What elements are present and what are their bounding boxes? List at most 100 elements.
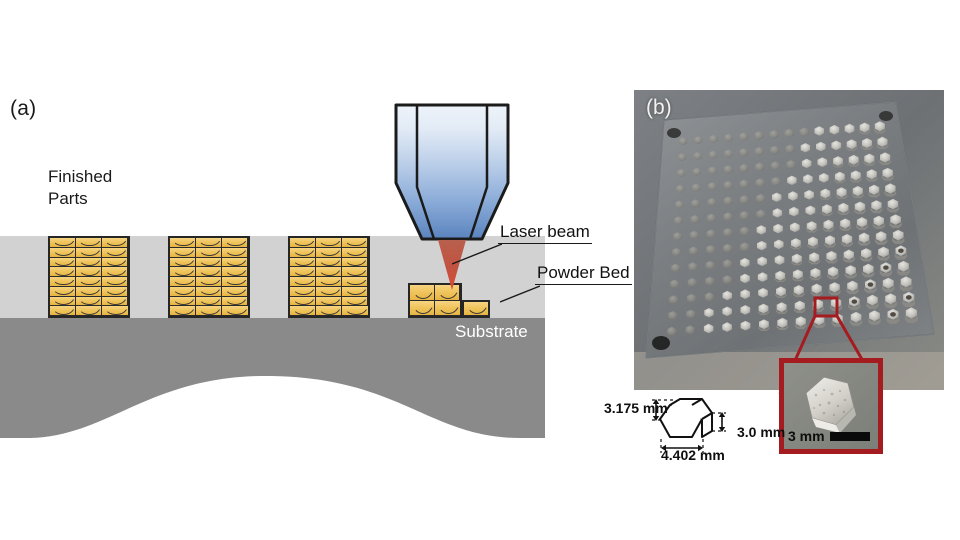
powder-bed-callout-rule (535, 284, 632, 285)
hexagonal-part (739, 226, 750, 236)
hexagonal-part-wall (852, 193, 864, 199)
hexagonal-part (667, 326, 677, 336)
hexagonal-part (817, 157, 828, 167)
hexagonal-part (845, 265, 856, 276)
part-layer-cell (170, 286, 196, 297)
part-layer-cell (316, 277, 342, 287)
hexagonal-part (755, 193, 766, 203)
hexagonal-part-wall (881, 175, 894, 181)
hexagonal-part (887, 198, 899, 210)
hexagonal-part (739, 210, 749, 220)
part-layer-cell (316, 257, 342, 268)
part-layer-cell (76, 238, 102, 248)
hexagonal-part (757, 272, 768, 282)
hexagonal-part (740, 242, 750, 252)
hexagonal-part (841, 234, 853, 245)
part-layer-cell (102, 277, 128, 287)
hexagonal-part-wall (775, 293, 787, 299)
hexagonal-part (706, 229, 716, 239)
part-layer-cell (170, 247, 196, 258)
hexagonal-part (785, 144, 795, 154)
hexagonal-part (739, 195, 749, 205)
hexagonal-part (705, 276, 715, 286)
part-layer-cell (50, 277, 76, 287)
hexagonal-part (864, 153, 875, 164)
hexagonal-part (874, 121, 885, 132)
hexagonal-part (674, 216, 683, 225)
part-layer-cell (342, 238, 368, 248)
hexagonal-part-wall (805, 228, 818, 233)
hexagonal-part (772, 192, 782, 202)
hexagonal-part-wall (875, 239, 888, 245)
hexagonal-part-bore (905, 295, 912, 300)
hexagonal-part (773, 223, 783, 234)
powder-bed-callout: Powder Bed (535, 263, 632, 285)
hexagonal-part-wall (872, 223, 885, 230)
hexagonal-part (776, 286, 786, 297)
hexagonal-part-wall (864, 287, 877, 294)
hexagonal-part-wall (861, 145, 873, 151)
hexagonal-part-wall (849, 177, 862, 183)
hexagonal-part (890, 214, 901, 225)
part-layer-cell (290, 306, 316, 316)
hexagonal-part (770, 161, 780, 171)
hexagonal-part (794, 300, 805, 311)
panel-a-label: (a) (10, 97, 37, 120)
hexagonal-part (706, 245, 716, 255)
hexagonal-part (848, 154, 859, 165)
part-layer-cell (342, 257, 368, 268)
hexagonal-part (882, 167, 893, 179)
hexagonal-part-wall (837, 210, 850, 215)
hexagonal-part (774, 255, 785, 265)
hexagonal-part-wall (774, 278, 786, 283)
part-layer-cell (316, 247, 342, 258)
hexagonal-part-wall (809, 275, 822, 281)
part-layer-cell (196, 257, 222, 268)
substrate-layer (0, 318, 545, 438)
hexagonal-part (672, 247, 681, 257)
part-layer-cell (196, 238, 222, 248)
hexagonal-part (723, 243, 733, 253)
part-layer-cell (102, 306, 128, 316)
hexagonal-part (892, 229, 904, 241)
hexagonal-part (806, 221, 817, 231)
hexagonal-part (673, 232, 682, 241)
hexagonal-part-wall (877, 254, 890, 261)
hexagonal-part (757, 241, 767, 251)
hexagonal-part (771, 176, 781, 187)
hexagonal-part (823, 219, 834, 230)
hexagonal-part (846, 139, 857, 150)
hexagonal-part (691, 183, 701, 192)
hexagonal-part (866, 169, 877, 180)
hexagonal-part (793, 285, 804, 296)
hexagonal-part-wall (879, 159, 891, 166)
part-layer-cell (170, 267, 196, 277)
part-layer-cell (170, 277, 196, 287)
dimension-depth-label: 3.0 mm (737, 424, 786, 440)
hexagonal-part (722, 322, 732, 332)
part-layer-cell (222, 286, 248, 297)
hexagonal-part (834, 171, 845, 182)
hexagonal-part (878, 246, 889, 258)
hexagonal-part (800, 143, 811, 153)
hexagonal-part-wall (863, 161, 876, 166)
hexagonal-part (708, 166, 717, 175)
hexagonal-part (739, 163, 749, 173)
hexagonal-part (859, 122, 870, 133)
part-layer-cell (290, 238, 316, 248)
hexagonal-part (789, 206, 799, 217)
hexagonal-part (784, 128, 794, 138)
hexagonal-part-wall (793, 308, 806, 314)
part-layer-cell (170, 238, 196, 248)
dimension-width-label: 4.402 mm (661, 447, 725, 463)
hexagonal-part (863, 263, 874, 275)
panel-b-photograph (634, 90, 944, 390)
hexagonal-part (836, 187, 847, 198)
hexagonal-part (670, 279, 679, 289)
part-layer-cell (222, 257, 248, 268)
hexagonal-part (705, 260, 715, 270)
part-layer-cell (76, 257, 102, 268)
hexagonal-part (756, 209, 766, 219)
hexagonal-part (838, 202, 849, 213)
hexagonal-part (861, 248, 872, 259)
